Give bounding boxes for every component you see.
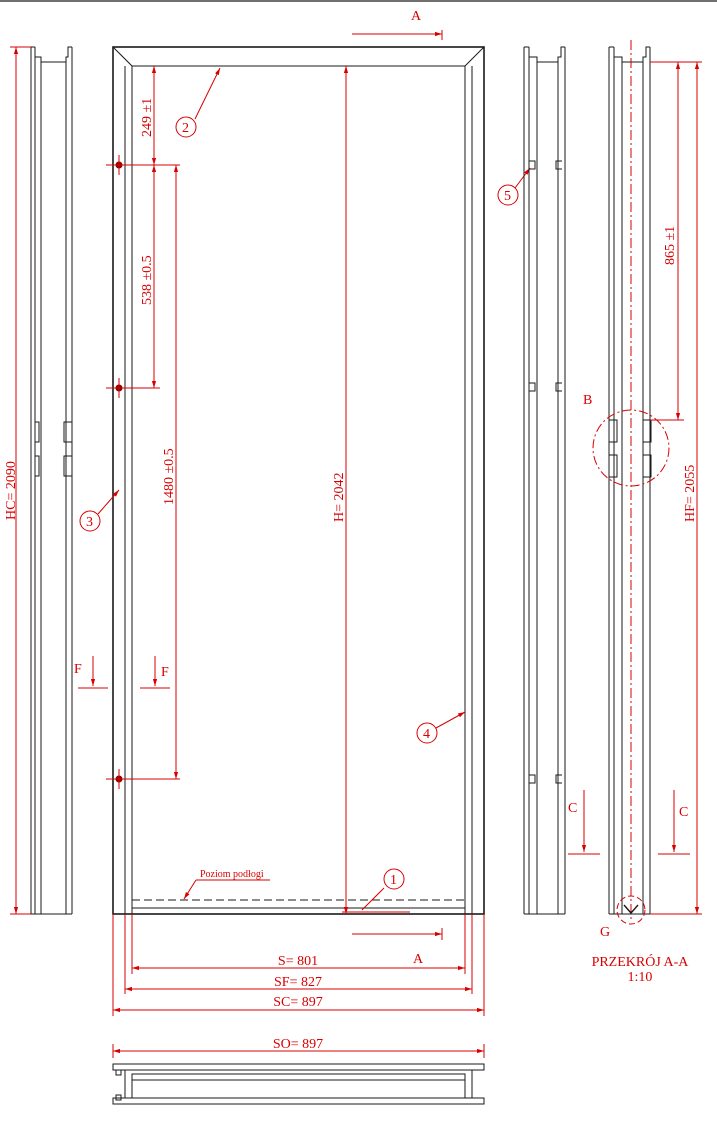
section-f-left: F (74, 656, 108, 689)
callout-2-label: 2 (182, 121, 189, 136)
callout-4: 4 (416, 711, 466, 744)
section-c-left-label: C (568, 801, 577, 816)
h-dimension: H= 2042 (332, 66, 349, 914)
side-hinge-dimension: 865 ±1 (650, 61, 702, 421)
front-view (106, 46, 485, 915)
hinge-spacing-dimension: 538 ±0.5 (140, 165, 157, 388)
section-a-top: A (352, 9, 443, 40)
sf-label: SF= 827 (274, 975, 322, 990)
left-side-view (30, 46, 73, 915)
so-label: SO= 897 (273, 1037, 323, 1052)
hc-label: HC= 2090 (4, 461, 19, 520)
section-a-top-label: A (411, 9, 422, 24)
callout-2: 2 (175, 67, 221, 138)
hinge-bottom-dimension: 1480 ±0.5 (162, 165, 179, 779)
top-offset-dimension: 249 ±1 (140, 66, 157, 165)
callout-1-label: 1 (390, 873, 397, 888)
side-hinge-label: 865 ±1 (663, 226, 678, 265)
section-scale-label: 1:10 (628, 970, 653, 985)
section-a-a-view: B G (583, 40, 670, 940)
callout-1: 1 (342, 868, 410, 913)
section-g-label: G (600, 925, 610, 940)
section-f-left-label: F (74, 662, 82, 677)
hinge-bottom-label: 1480 ±0.5 (162, 448, 177, 505)
floor-level: Poziom podłogi (183, 869, 270, 900)
hf-dimension: HF= 2055 (650, 62, 702, 915)
section-f-right-label: F (161, 665, 169, 680)
section-title-label: PRZEKRÓJ A-A (592, 953, 690, 970)
top-offset-label: 249 ±1 (140, 98, 155, 137)
hinge-marker-top (106, 155, 180, 175)
section-c-right-label: C (679, 805, 688, 820)
hc-dimension: HC= 2090 (4, 46, 31, 915)
hinge-marker-middle (106, 378, 160, 398)
h-label: H= 2042 (332, 472, 347, 522)
callout-3-label: 3 (86, 515, 93, 530)
section-a-bottom-label: A (413, 952, 424, 967)
section-c-left: C (568, 790, 600, 855)
callout-5: 5 (497, 167, 531, 206)
s-label: S= 801 (278, 954, 318, 969)
callout-4-label: 4 (423, 727, 430, 742)
right-side-view (523, 46, 566, 915)
hinge-marker-bottom (106, 769, 180, 789)
section-title: PRZEKRÓJ A-A 1:10 (592, 953, 690, 985)
callout-5-label: 5 (504, 189, 511, 204)
callout-3: 3 (79, 489, 120, 532)
section-f-right: F (140, 656, 170, 689)
plan-view (112, 1063, 485, 1105)
floor-level-label: Poziom podłogi (200, 869, 264, 880)
section-c-right: C (658, 790, 690, 855)
hf-label: HF= 2055 (683, 465, 698, 522)
width-dimensions: S= 801 SF= 827 SC= 897 SO= 897 (112, 914, 485, 1058)
section-b-label: B (583, 393, 592, 408)
hinge-spacing-label: 538 ±0.5 (140, 255, 155, 305)
section-a-bottom: A (352, 928, 443, 967)
sc-label: SC= 897 (273, 995, 323, 1010)
